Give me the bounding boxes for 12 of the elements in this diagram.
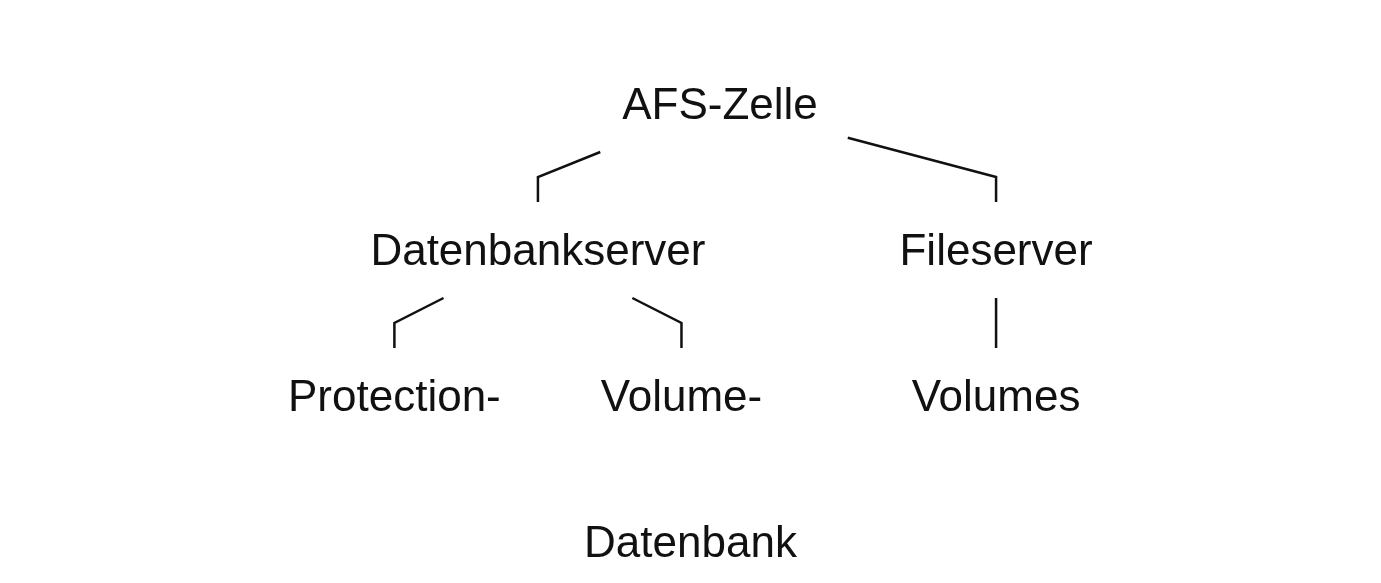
node-text: AFS-Zelle xyxy=(622,79,818,128)
connector xyxy=(847,136,998,202)
node-text: Fileserver xyxy=(899,224,1093,274)
node-text: Protection- xyxy=(288,370,501,420)
connector xyxy=(995,298,998,348)
note-text: Datenbank xyxy=(584,516,797,567)
connector xyxy=(631,296,683,348)
connector xyxy=(393,296,445,348)
node-text: Volume- xyxy=(600,370,763,420)
node-text: Volumes xyxy=(911,370,1081,420)
connector xyxy=(536,150,601,202)
node-text: Datenbankserver xyxy=(370,224,706,274)
